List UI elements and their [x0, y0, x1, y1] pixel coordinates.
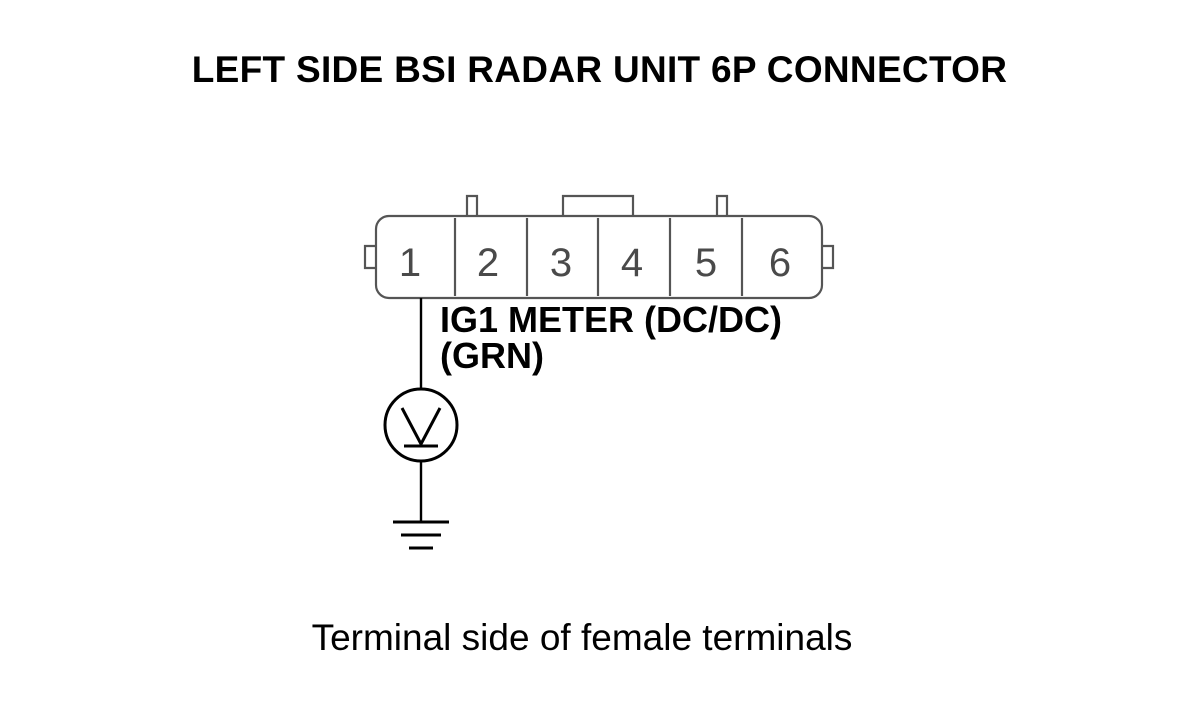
voltmeter-icon [383, 387, 459, 463]
pin-6-label: 6 [769, 241, 791, 285]
connector-lock-tab [561, 194, 635, 216]
ground-icon [393, 520, 449, 550]
pin-5-label: 5 [695, 241, 717, 285]
pin-numbers: 1 2 3 4 5 6 [399, 241, 791, 285]
connector-tab-right [715, 194, 729, 216]
pin-1-label: 1 [399, 241, 421, 285]
pin-3-label: 3 [550, 241, 572, 285]
connector-ear-right [822, 244, 835, 270]
connector-tab-left [465, 194, 479, 216]
wire-label-circuit: IG1 METER (DC/DC) [440, 299, 782, 340]
pin-2-label: 2 [477, 241, 499, 285]
connector-6p [363, 194, 835, 300]
wire-label: IG1 METER (DC/DC) (GRN) [440, 302, 782, 374]
pin-4-label: 4 [621, 241, 643, 285]
view-caption: Terminal side of female terminals [311, 617, 853, 658]
diagram-title: LEFT SIDE BSI RADAR UNIT 6P CONNECTOR [191, 49, 1008, 90]
wire-label-color: (GRN) [440, 335, 544, 376]
connector-ear-left [363, 244, 376, 270]
